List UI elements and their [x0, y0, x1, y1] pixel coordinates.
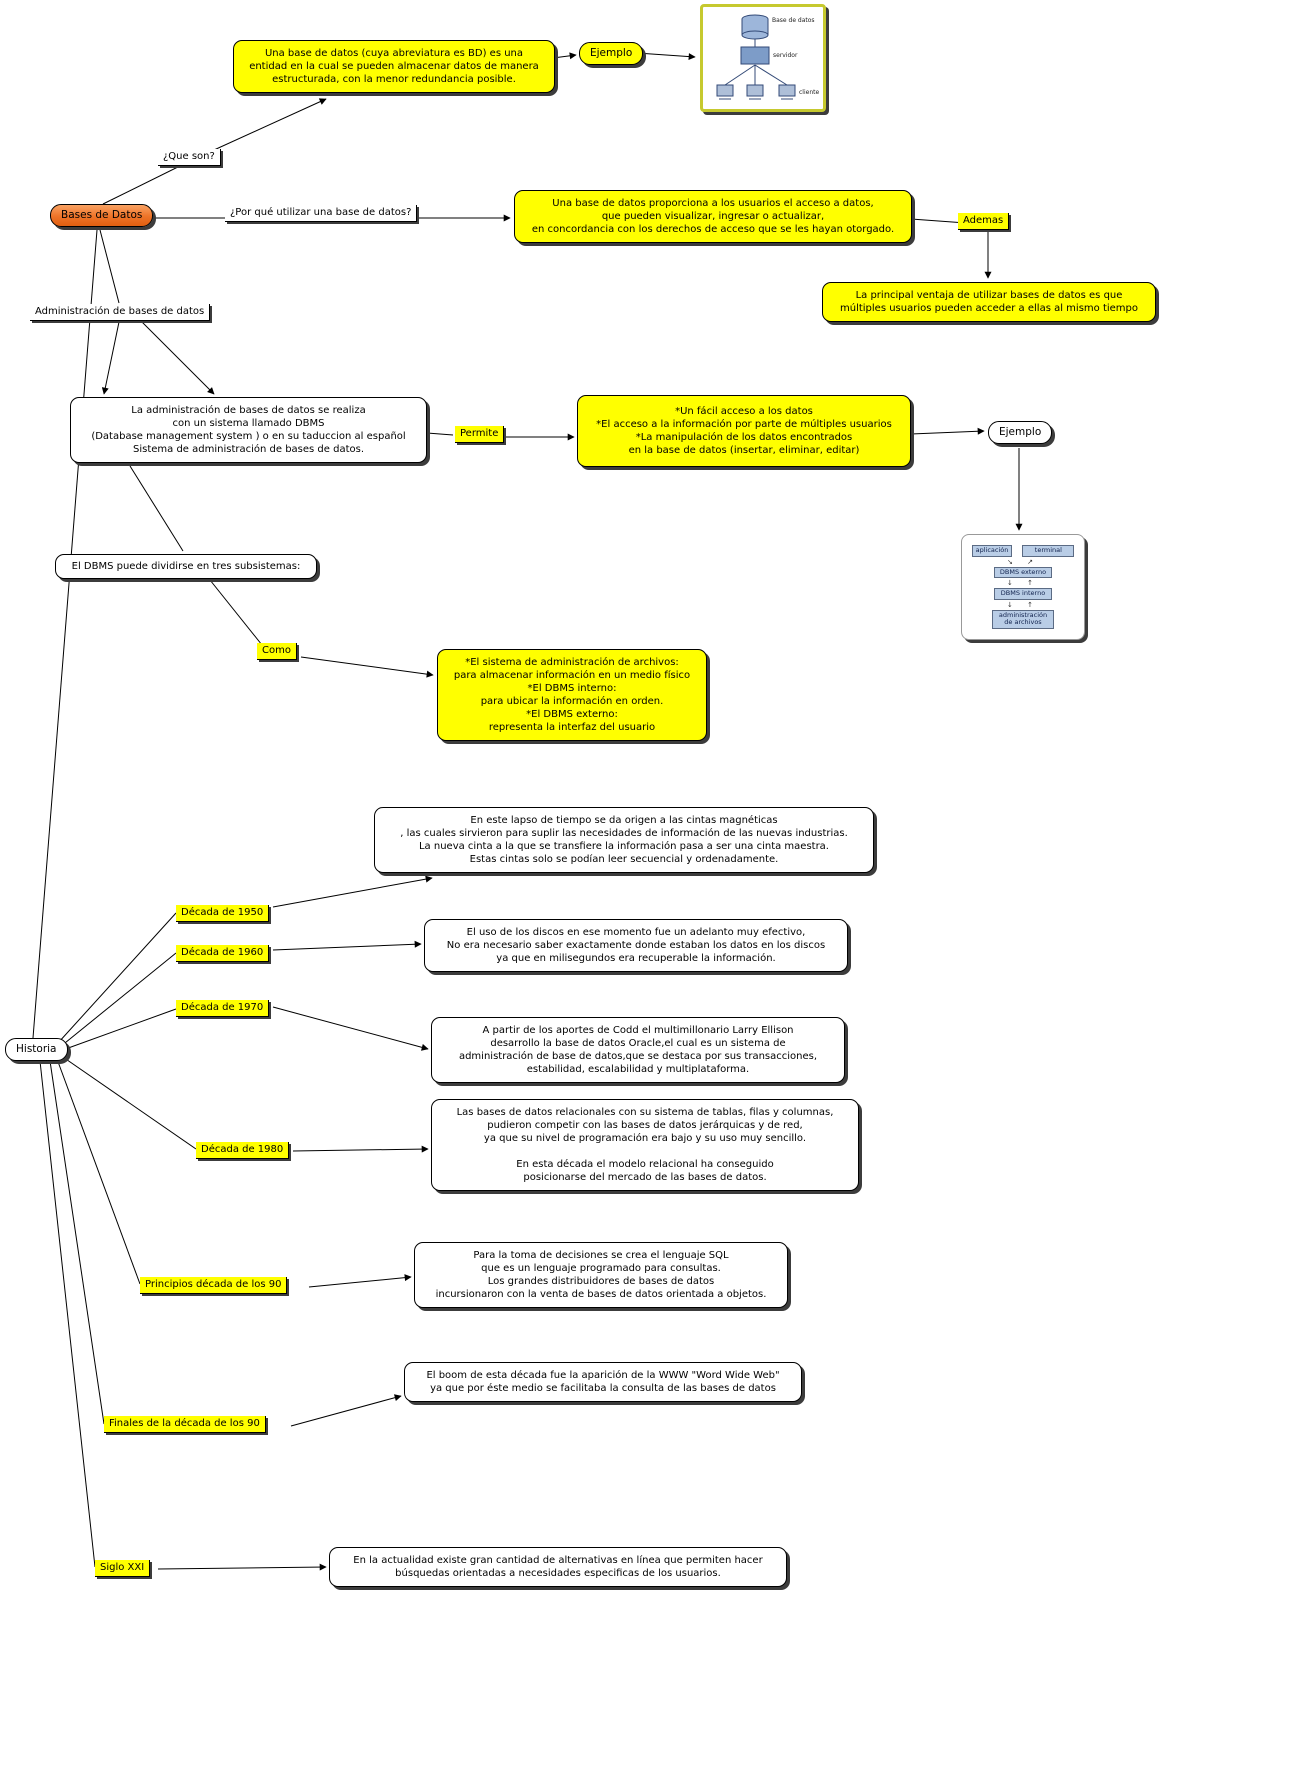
concept-dbms[interactable]: La administración de bases de datos se r…	[70, 397, 427, 463]
mini-box-aplicacion: aplicación	[971, 545, 1013, 557]
concept-finales-90-texto[interactable]: El boom de esta década fue la aparición …	[404, 1362, 802, 1402]
client-icon	[746, 84, 764, 97]
diagonal-arrows-icon: ↘ ↗	[1007, 557, 1039, 566]
link-administracion[interactable]: Administración de bases de datos	[30, 304, 211, 321]
link-permite[interactable]: Permite	[455, 426, 505, 443]
concept-decada-1970-texto[interactable]: A partir de los aportes de Codd el multi…	[431, 1017, 845, 1083]
concept-permite-detalle[interactable]: *Un fácil acceso a los datos *El acceso …	[577, 395, 911, 467]
link-como[interactable]: Como	[257, 643, 297, 660]
link-que-son[interactable]: ¿Que son?	[158, 149, 221, 166]
concept-decada-1950-texto[interactable]: En este lapso de tiempo se da origen a l…	[374, 807, 874, 873]
mini-box-dbms-interno: DBMS interno	[994, 588, 1052, 600]
link-decada-1950[interactable]: Década de 1950	[176, 905, 270, 922]
concept-historia[interactable]: Historia	[5, 1038, 68, 1061]
concept-acceso[interactable]: Una base de datos proporciona a los usua…	[514, 190, 912, 243]
link-decada-1960[interactable]: Década de 1960	[176, 945, 270, 962]
mini-box-archivos: administración de archivos	[992, 609, 1054, 629]
dbms-diagram-top-row: aplicación terminal	[971, 545, 1075, 557]
vertical-arrows-icon: ↓ ↑	[1007, 579, 1039, 588]
mini-box-dbms-externo: DBMS externo	[994, 566, 1052, 579]
client-icon	[716, 84, 734, 97]
concept-decada-1980-texto[interactable]: Las bases de datos relacionales con su s…	[431, 1099, 859, 1191]
label-base-de-datos: Base de datos	[772, 17, 815, 24]
server-icon	[740, 46, 770, 65]
concept-ventaja[interactable]: La principal ventaja de utilizar bases d…	[822, 282, 1156, 322]
vertical-arrows-icon: ↓ ↑	[1007, 600, 1039, 609]
mini-box-terminal: terminal	[1022, 545, 1075, 557]
concept-bases-de-datos[interactable]: Bases de Datos	[50, 204, 154, 227]
link-decada-1980[interactable]: Década de 1980	[196, 1142, 290, 1159]
link-por-que[interactable]: ¿Por qué utilizar una base de datos?	[225, 205, 418, 222]
concept-subsistemas[interactable]: El DBMS puede dividirse en tres subsiste…	[55, 554, 317, 579]
link-ejemplo-top[interactable]: Ejemplo	[579, 42, 644, 65]
concept-principios-90-texto[interactable]: Para la toma de decisiones se crea el le…	[414, 1242, 788, 1308]
link-siglo-xxi[interactable]: Siglo XXI	[95, 1560, 151, 1577]
link-ademas[interactable]: Ademas	[958, 213, 1010, 230]
wire-group	[32, 52, 1023, 1571]
resource-image-servidor[interactable]: Base de datos servidor cliente	[700, 4, 826, 112]
resource-image-dbms[interactable]: aplicación terminal ↘ ↗ DBMS externo ↓ ↑…	[961, 534, 1085, 640]
link-principios-90[interactable]: Principios década de los 90	[140, 1277, 288, 1294]
concept-siglo-xxi-texto[interactable]: En la actualidad existe gran cantidad de…	[329, 1547, 787, 1587]
concept-definicion[interactable]: Una base de datos (cuya abreviatura es B…	[233, 40, 555, 93]
link-decada-1970[interactable]: Década de 1970	[176, 1000, 270, 1017]
client-icon	[778, 84, 796, 97]
label-cliente: cliente	[799, 89, 819, 96]
concept-subsistemas-detalle[interactable]: *El sistema de administración de archivo…	[437, 649, 707, 741]
link-finales-90[interactable]: Finales de la década de los 90	[104, 1416, 266, 1433]
server-client-diagram: Base de datos servidor cliente	[716, 14, 819, 100]
label-servidor: servidor	[773, 52, 798, 59]
link-ejemplo-mid[interactable]: Ejemplo	[988, 421, 1053, 444]
concept-decada-1960-texto[interactable]: El uso de los discos en ese momento fue …	[424, 919, 848, 972]
